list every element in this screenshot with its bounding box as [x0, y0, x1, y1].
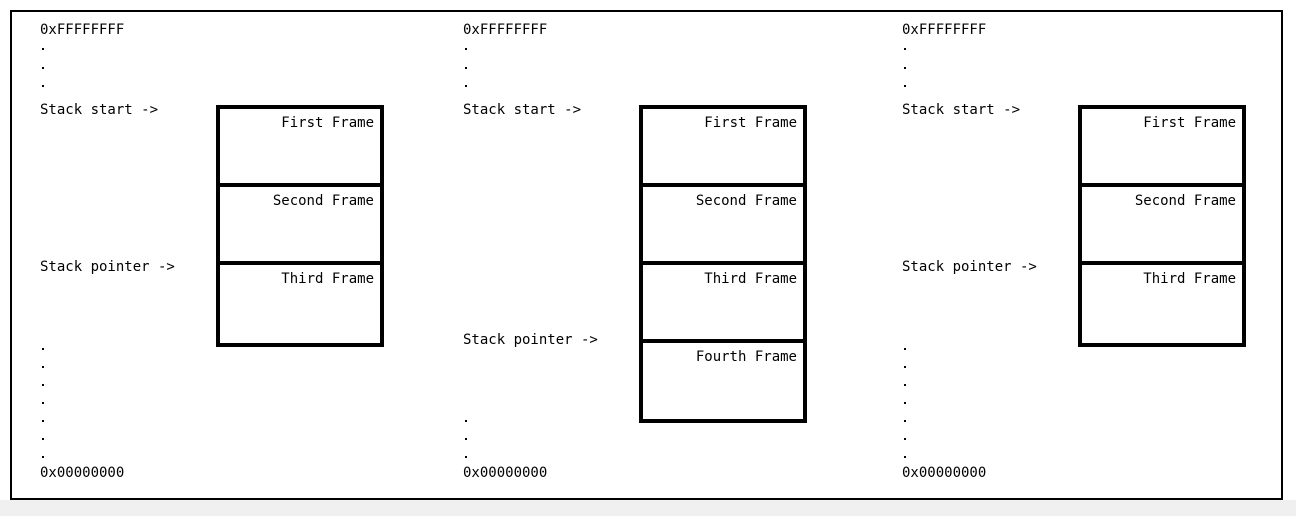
stack-frame-1: First Frame	[639, 105, 807, 187]
stack-frame-3: Third Frame	[639, 261, 807, 343]
frame-label: Fourth Frame	[695, 349, 797, 365]
ellipsis-dot	[42, 67, 44, 69]
stack-pointer-label: Stack pointer ->	[463, 332, 598, 348]
stack-pointer-label: Stack pointer ->	[902, 259, 1037, 275]
stack-frame-2: Second Frame	[216, 183, 384, 265]
ellipsis-dot	[904, 85, 906, 87]
top-address-label: 0xFFFFFFFF	[902, 22, 987, 38]
ellipsis-dot	[42, 384, 44, 386]
ellipsis-dot	[904, 67, 906, 69]
ellipsis-dot	[465, 67, 467, 69]
ellipsis-dot	[904, 438, 906, 440]
frame-label: Second Frame	[272, 193, 374, 209]
stack-frame-2: Second Frame	[1078, 183, 1246, 265]
ellipsis-dot	[42, 402, 44, 404]
ellipsis-dot	[42, 85, 44, 87]
stack-frame-4: Fourth Frame	[639, 339, 807, 423]
ellipsis-dot	[42, 366, 44, 368]
frame-label: Third Frame	[281, 271, 374, 287]
ellipsis-dot	[904, 348, 906, 350]
frame-label: Second Frame	[1134, 193, 1236, 209]
ellipsis-dot	[42, 438, 44, 440]
ellipsis-dot	[465, 456, 467, 458]
bottom-address-label: 0x00000000	[463, 465, 548, 481]
ellipsis-dot	[465, 420, 467, 422]
stack-frame-1: First Frame	[216, 105, 384, 187]
stack-frame-1: First Frame	[1078, 105, 1246, 187]
ellipsis-dot	[42, 348, 44, 350]
ellipsis-dot	[904, 384, 906, 386]
ellipsis-dot	[42, 48, 44, 50]
frame-label: First Frame	[1143, 115, 1236, 131]
stack-panel-3: 0xFFFFFFFF Stack start -> First Frame Se…	[874, 12, 1294, 498]
stack-start-label: Stack start ->	[902, 102, 1021, 118]
ellipsis-dot	[904, 48, 906, 50]
stack-start-label: Stack start ->	[463, 102, 582, 118]
stack-pointer-label: Stack pointer ->	[40, 259, 175, 275]
ellipsis-dot	[904, 402, 906, 404]
stack-panel-2: 0xFFFFFFFF Stack start -> First Frame Se…	[435, 12, 855, 498]
frame-label: First Frame	[704, 115, 797, 131]
page-bottom-strip	[0, 500, 1296, 516]
bottom-address-label: 0x00000000	[902, 465, 987, 481]
frame-label: Second Frame	[695, 193, 797, 209]
stack-frame-3: Third Frame	[1078, 261, 1246, 347]
top-address-label: 0xFFFFFFFF	[463, 22, 548, 38]
frame-label: Third Frame	[704, 271, 797, 287]
ellipsis-dot	[904, 366, 906, 368]
top-address-label: 0xFFFFFFFF	[40, 22, 125, 38]
ellipsis-dot	[465, 85, 467, 87]
frame-label: First Frame	[281, 115, 374, 131]
stack-start-label: Stack start ->	[40, 102, 159, 118]
ellipsis-dot	[465, 48, 467, 50]
ellipsis-dot	[465, 438, 467, 440]
ellipsis-dot	[42, 420, 44, 422]
ellipsis-dot	[904, 420, 906, 422]
bottom-address-label: 0x00000000	[40, 465, 125, 481]
ellipsis-dot	[42, 456, 44, 458]
frame-label: Third Frame	[1143, 271, 1236, 287]
ellipsis-dot	[904, 456, 906, 458]
stack-panel-1: 0xFFFFFFFF Stack start -> First Frame Se…	[12, 12, 432, 498]
stack-diagram: 0xFFFFFFFF Stack start -> First Frame Se…	[10, 10, 1283, 500]
stack-frame-3: Third Frame	[216, 261, 384, 347]
stack-frame-2: Second Frame	[639, 183, 807, 265]
